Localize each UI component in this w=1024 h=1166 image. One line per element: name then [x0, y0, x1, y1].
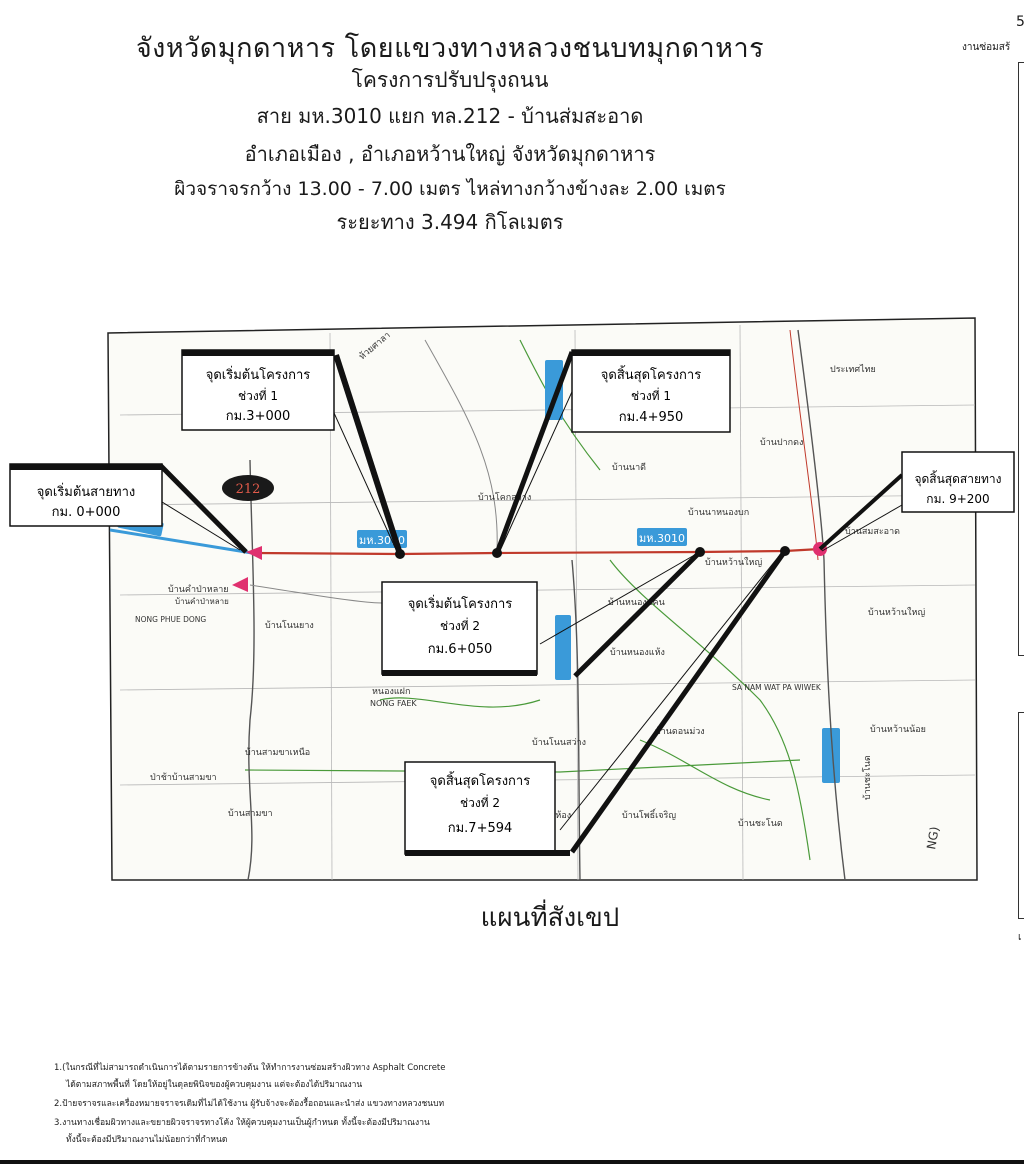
place-label: NONG FAEK: [370, 699, 417, 708]
place-label: บ้านหว้านน้อย: [870, 724, 926, 735]
place-label: บ้านโนนสว่าง: [532, 737, 586, 748]
callout-title: จุดสิ้นสุดสายทาง: [914, 470, 1001, 487]
note-3-line-2: ทั้งนี้จะต้องมีปริมาณงานไม่น้อยกว่าที่กำ…: [66, 1135, 228, 1145]
callout-km: กม. 9+200: [926, 492, 989, 506]
place-label: หนองแฝก: [372, 687, 410, 697]
place-label: บ้านคำป่าหลาย: [175, 597, 229, 606]
callout-title: จุดสิ้นสุดโครงการ: [601, 365, 701, 383]
note-3-line-1: 3.งานทางเชื่อมผิวทางและขยายผิวจราจรทางโค…: [54, 1118, 430, 1128]
place-label: บ้านโพธิ์เจริญ: [622, 808, 676, 821]
road-label-text: 212: [236, 482, 261, 497]
place-label: SA NAM WAT PA WIWEK: [732, 683, 822, 692]
place-label: บ้านสามขา: [228, 808, 273, 819]
callout-route-end: จุดสิ้นสุดสายทาง กม. 9+200: [901, 451, 1015, 513]
place-label: บ้านดอนม่วง: [655, 726, 705, 737]
callout-leaders: [109, 351, 904, 854]
road-label-mh3010-b: มห.3010: [637, 528, 687, 546]
header-route: สาย มห.3010 แยก ทล.212 - บ้านส่มสะอาด: [256, 104, 644, 128]
callout-km: กม.3+000: [226, 409, 291, 424]
streams: [244, 339, 811, 861]
note-1-line-2: ได้ตามสภาพพื้นที่ โดยให้อยู่ในดุลยพินิจข…: [66, 1080, 363, 1090]
callout-section: ช่วงที่ 2: [440, 617, 480, 633]
header-project-title: โครงการปรับปรุงถนน: [351, 68, 549, 92]
place-label: บ้านสามขาเหนือ: [245, 747, 310, 758]
callout-section: ช่วงที่ 2: [460, 794, 500, 810]
callout-title: จุดเริ่มต้นโครงการ: [408, 595, 513, 612]
place-label: บ้านคำป่าหลาย: [168, 584, 229, 595]
callout-s2-end: จุดสิ้นสุดโครงการ ช่วงที่ 2 กม.7+594: [404, 761, 570, 856]
callout-section: ช่วงที่ 1: [631, 387, 671, 403]
place-label: บ้านหนองแห้ง: [610, 647, 665, 658]
place-label: บ้านนาหนองบก: [688, 507, 749, 518]
road-label-212: 212: [222, 475, 274, 501]
edge-number: 5: [1016, 14, 1024, 30]
place-label: ป่าช้าบ้านสามขา: [150, 772, 217, 783]
place-label: บ้านหว้านใหญ่: [705, 557, 762, 568]
edge-table-lower: [1018, 712, 1024, 919]
callout-km: กม.4+950: [619, 410, 684, 425]
edge-table-upper: [1018, 62, 1024, 656]
header-distance: ระยะทาง 3.494 กิโลเมตร: [336, 210, 564, 234]
map-title: แผนที่สังเขป: [480, 903, 620, 933]
header-district: อำเภอเมือง , อำเภอหว้านใหญ่ จังหวัดมุกดา…: [244, 142, 656, 166]
callout-s2-start: จุดเริ่มต้นโครงการ ช่วงที่ 2 กม.6+050: [381, 581, 538, 676]
place-label: ประเทศไทย: [830, 364, 876, 375]
callout-s1-start: จุดเริ่มต้นโครงการ ช่วงที่ 1 กม.3+000: [181, 349, 335, 431]
place-label: บ้านชะโนด: [738, 818, 783, 829]
marker-route-start: [246, 546, 262, 560]
note-2: 2.ป้ายจราจรและเครื่องหมายจราจรเดิมที่ไม่…: [54, 1099, 445, 1109]
compass-fragment: NG): [924, 825, 942, 850]
header-road-width: ผิวจราจรกว้าง 13.00 - 7.00 เมตร ไหล่ทางก…: [174, 178, 726, 200]
bottom-border: [0, 1160, 1024, 1164]
callout-route-start: จุดเริ่มต้นสายทาง กม. 0+000: [9, 463, 163, 527]
place-label: NONG PHUE DONG: [135, 615, 206, 624]
place-label: บ้านหว้านใหญ่: [868, 607, 925, 618]
callout-km: กม.7+594: [448, 821, 513, 836]
place-label: บ้านปากดง: [760, 437, 803, 448]
note-1-line-1: 1.(ในกรณีที่ไม่สามารถดำเนินการได้ตามรายก…: [54, 1063, 446, 1073]
place-label: บ้านสมสะอาด: [845, 526, 900, 537]
callout-section: ช่วงที่ 1: [238, 387, 278, 403]
callout-title: จุดเริ่มต้นสายทาง: [37, 483, 135, 500]
place-label: บ้านนาดี: [612, 462, 646, 473]
edge-footnote: เ: [1018, 932, 1022, 943]
main-route-mh3010: [109, 528, 821, 556]
secondary-roads: [247, 329, 846, 881]
header-province-title: จังหวัดมุกดาหาร โดยแขวงทางหลวงชนบทมุกดาห…: [135, 33, 765, 64]
edge-caption: งานซ่อมสร้: [962, 42, 1011, 53]
place-label: บ้านชะโนด: [862, 755, 873, 800]
callout-title: จุดสิ้นสุดโครงการ: [430, 771, 530, 789]
callout-s1-end: จุดสิ้นสุดโครงการ ช่วงที่ 1 กม.4+950: [571, 349, 731, 433]
marker-junction: [232, 577, 248, 592]
road-label-text: มห.3010: [639, 532, 685, 545]
place-label: บ้านโนนยาง: [265, 620, 314, 631]
callout-km: กม.6+050: [428, 642, 493, 657]
place-label: บ้านหนองแคน: [608, 597, 665, 608]
callout-title: จุดเริ่มต้นโครงการ: [206, 366, 311, 383]
callout-km: กม. 0+000: [52, 505, 121, 520]
map-frame: [107, 317, 978, 881]
place-label: บ้านโคกสว่าง: [478, 492, 531, 503]
